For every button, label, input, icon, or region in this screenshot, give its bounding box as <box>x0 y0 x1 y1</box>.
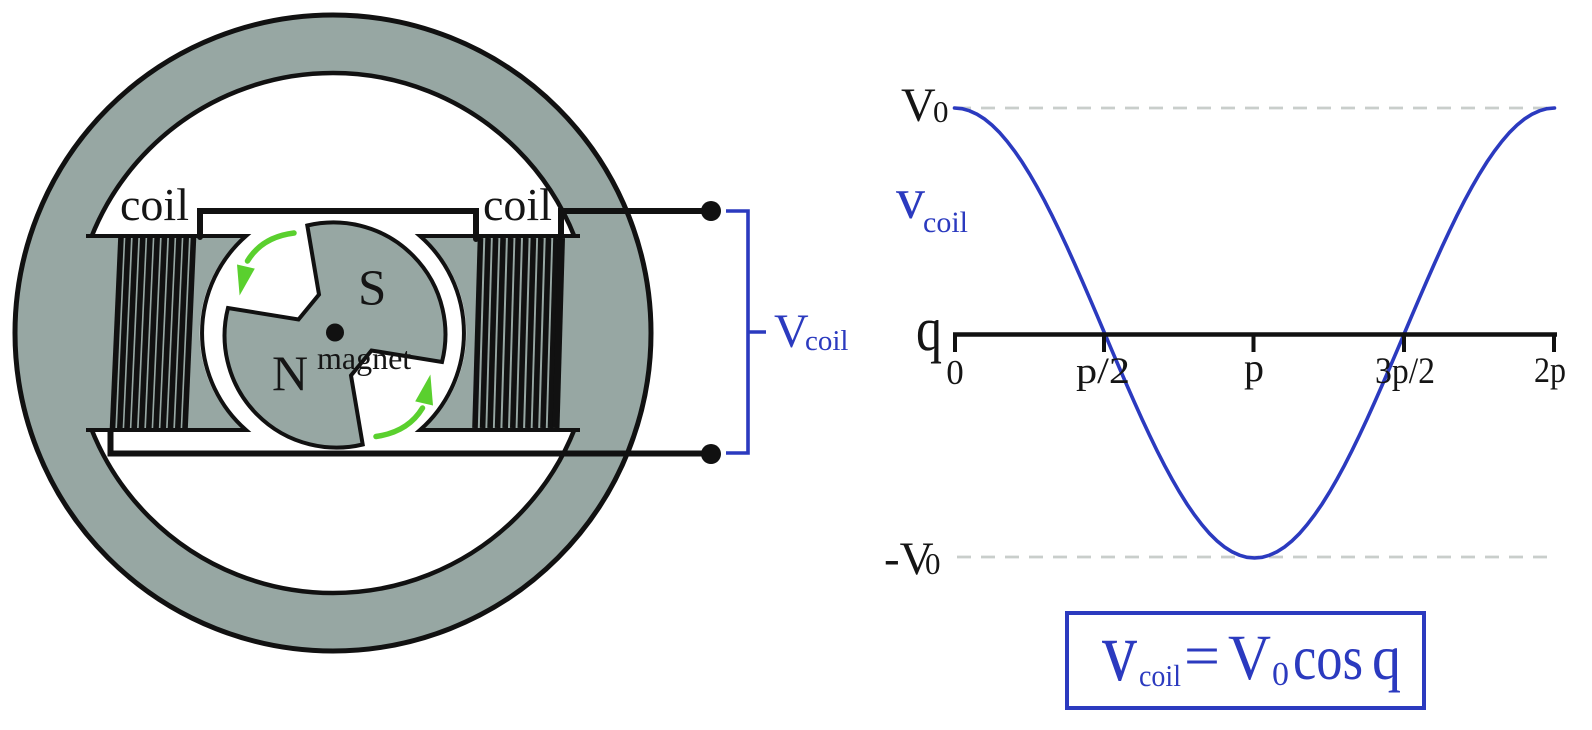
svg-text:coil: coil <box>1139 658 1181 693</box>
svg-text:V: V <box>901 79 936 132</box>
svg-text:p/2: p/2 <box>1076 351 1130 392</box>
svg-text:v: v <box>1102 603 1137 699</box>
svg-text:coil: coil <box>120 179 189 230</box>
svg-text:coil: coil <box>923 206 968 239</box>
svg-text:-V: -V <box>884 533 934 585</box>
svg-text:coil: coil <box>805 325 849 357</box>
svg-text:N: N <box>272 345 308 401</box>
svg-text:S: S <box>358 261 386 317</box>
svg-text:0: 0 <box>1272 656 1289 693</box>
svg-text:p: p <box>1244 345 1264 390</box>
svg-text:2p: 2p <box>1534 350 1566 390</box>
svg-text:0: 0 <box>946 353 964 392</box>
svg-text:V: V <box>774 305 809 358</box>
svg-text:0: 0 <box>933 94 949 129</box>
svg-text:q: q <box>1372 622 1401 693</box>
svg-text:coil: coil <box>483 179 552 230</box>
svg-text:V: V <box>1228 622 1271 694</box>
svg-text:0: 0 <box>925 546 941 581</box>
svg-text:magnet: magnet <box>317 340 411 376</box>
svg-text:cos: cos <box>1293 622 1363 693</box>
svg-text:v: v <box>896 166 925 231</box>
svg-text:3p/2: 3p/2 <box>1375 351 1435 392</box>
svg-text:=: = <box>1184 623 1220 689</box>
svg-text:q: q <box>916 296 942 364</box>
